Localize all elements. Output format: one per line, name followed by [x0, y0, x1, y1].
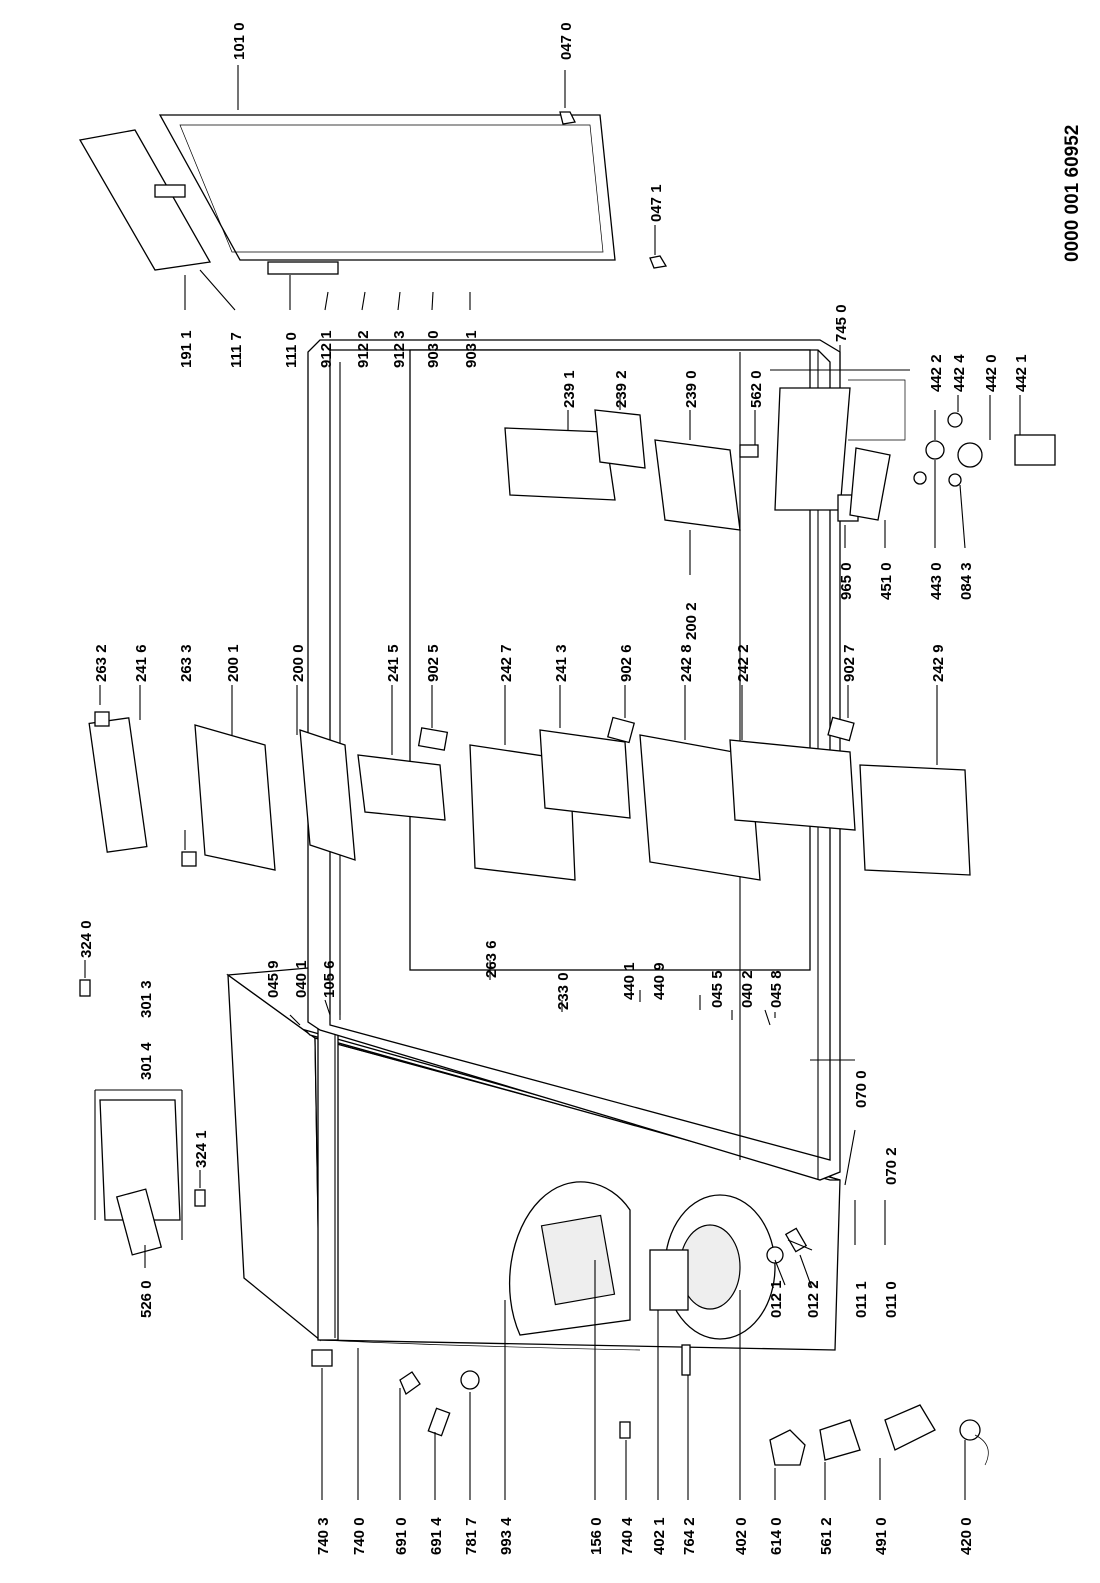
part-label-740-0: 740 0 — [351, 1517, 368, 1555]
part-label-200-1: 200 1 — [225, 644, 242, 682]
part-label-242-9: 242 9 — [930, 644, 947, 682]
part-label-040-2: 040 2 — [739, 970, 756, 1008]
part-label-111-7: 111 7 — [228, 332, 245, 368]
part-label-242-2: 242 2 — [735, 644, 752, 682]
part-label-239-0: 239 0 — [683, 370, 700, 408]
part-label-263-3: 263 3 — [178, 644, 195, 682]
part-labels: 740 3 740 0 691 0 691 4 781 7 993 4 156 … — [78, 22, 1030, 1555]
part-label-402-1: 402 1 — [651, 1517, 668, 1555]
part-label-324-0: 324 0 — [78, 920, 95, 958]
part-label-040-1: 040 1 — [293, 960, 310, 998]
part-label-047-0: 047 0 — [558, 22, 575, 60]
part-label-045-9: 045 9 — [265, 960, 282, 998]
part-label-012-2: 012 2 — [805, 1280, 822, 1318]
part-label-781-7: 781 7 — [463, 1517, 480, 1555]
part-label-241-6: 241 6 — [133, 644, 150, 682]
part-label-239-2: 239 2 — [613, 370, 630, 408]
part-label-242-8: 242 8 — [678, 644, 695, 682]
part-label-491-0: 491 0 — [873, 1517, 890, 1555]
part-label-070-2: 070 2 — [883, 1147, 900, 1185]
part-label-903-1: 903 1 — [463, 330, 480, 368]
part-label-443-0: 443 0 — [928, 562, 945, 600]
part-label-263-2: 263 2 — [93, 644, 110, 682]
part-label-561-2: 561 2 — [818, 1517, 835, 1555]
part-label-200-2: 200 2 — [683, 602, 700, 640]
evaporator-drawing — [504, 379, 1056, 531]
door-drawing — [78, 111, 668, 275]
part-label-562-0: 562 0 — [748, 370, 765, 408]
part-label-912-2: 912 2 — [355, 330, 372, 368]
part-label-101-0: 101 0 — [231, 22, 248, 60]
part-label-241-3: 241 3 — [553, 644, 570, 682]
part-label-011-1: 011 1 — [853, 1281, 870, 1318]
part-label-263-6: 263 6 — [483, 940, 500, 978]
part-label-764-2: 764 2 — [681, 1517, 698, 1555]
part-label-301-3: 301 3 — [138, 980, 155, 1018]
part-label-047-1: 047 1 — [648, 184, 665, 222]
part-label-902-7: 902 7 — [841, 644, 858, 682]
part-label-740-3: 740 3 — [315, 1517, 332, 1555]
part-label-442-1: 442 1 — [1013, 354, 1030, 392]
part-label-903-0: 903 0 — [425, 330, 442, 368]
drawers-drawing — [88, 711, 971, 881]
part-label-105-6: 105 6 — [321, 960, 338, 998]
part-label-200-0: 200 0 — [290, 644, 307, 682]
part-label-402-0: 402 0 — [733, 1517, 750, 1555]
part-label-111-0: 111 0 — [283, 332, 300, 368]
part-label-324-1: 324 1 — [193, 1130, 210, 1168]
part-label-451-0: 451 0 — [878, 562, 895, 600]
part-label-239-1: 239 1 — [561, 370, 578, 408]
part-label-965-0: 965 0 — [838, 562, 855, 600]
part-label-440-1: 440 1 — [621, 962, 638, 1000]
part-label-912-3: 912 3 — [391, 330, 408, 368]
part-label-691-4: 691 4 — [428, 1517, 445, 1555]
part-label-442-4: 442 4 — [951, 354, 968, 392]
compressor-drawing — [509, 1181, 813, 1340]
part-label-912-1: 912 1 — [318, 330, 335, 368]
part-label-993-4: 993 4 — [498, 1517, 515, 1555]
part-label-614-0: 614 0 — [768, 1517, 785, 1555]
small-parts-left — [311, 1344, 989, 1466]
part-label-084-3: 084 3 — [958, 562, 975, 600]
leader-lines — [84, 65, 1021, 1500]
part-label-156-0: 156 0 — [588, 1517, 605, 1555]
part-label-420-0: 420 0 — [958, 1517, 975, 1555]
part-label-440-9: 440 9 — [651, 962, 668, 1000]
document-code: 0000 001 60952 — [1062, 125, 1083, 262]
part-label-045-5: 045 5 — [709, 970, 726, 1008]
part-label-902-6: 902 6 — [618, 644, 635, 682]
part-label-191-1: 191 1 — [178, 330, 195, 368]
part-label-902-5: 902 5 — [425, 644, 442, 682]
part-label-442-2: 442 2 — [928, 354, 945, 392]
part-label-011-0: 011 0 — [883, 1281, 900, 1318]
part-label-045-8: 045 8 — [768, 970, 785, 1008]
top-cover-drawing — [79, 979, 206, 1256]
part-label-241-5: 241 5 — [385, 644, 402, 682]
part-label-526-0: 526 0 — [138, 1280, 155, 1318]
part-label-233-0: 233 0 — [555, 972, 572, 1010]
part-label-745-0: 745 0 — [833, 304, 850, 342]
part-label-442-0: 442 0 — [983, 354, 1000, 392]
part-label-301-4: 301 4 — [138, 1042, 155, 1080]
part-label-012-1: 012 1 — [768, 1280, 785, 1318]
part-label-691-0: 691 0 — [393, 1517, 410, 1555]
part-label-070-0: 070 0 — [853, 1070, 870, 1108]
part-label-740-4: 740 4 — [619, 1517, 636, 1555]
part-label-242-7: 242 7 — [498, 644, 515, 682]
